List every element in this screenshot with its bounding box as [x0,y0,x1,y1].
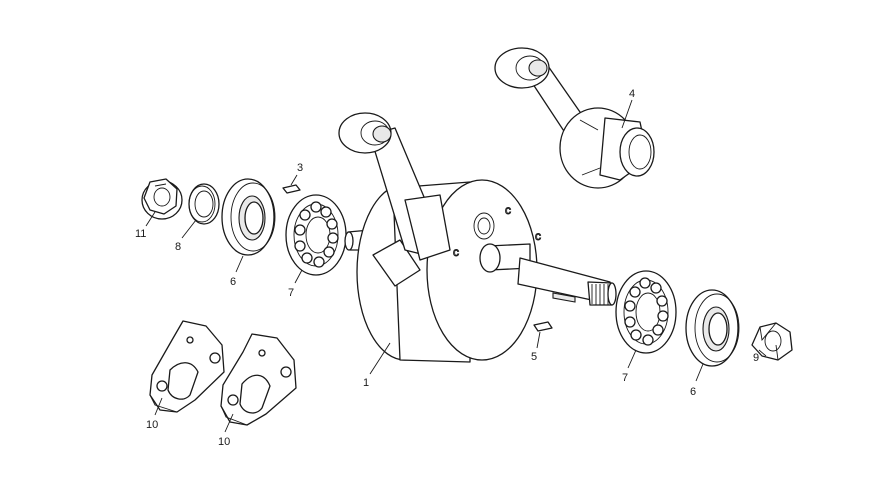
svg-text:c: c [453,245,459,259]
callout-5: 5 [531,351,537,363]
ball-bearing-right [615,270,677,354]
callout-8: 8 [175,241,181,253]
key-small-bottom [533,321,553,332]
holding-tool-right [220,333,297,426]
key-small-top [282,184,301,194]
callout-6-right: 6 [690,386,696,398]
callout-3: 3 [297,162,303,174]
callout-4: 4 [629,88,635,100]
holding-tool-left [149,320,225,413]
nut-right [751,322,793,361]
flange-nut-left [141,178,183,220]
crankshaft: c c c [344,179,617,363]
callout-6-left: 6 [230,276,236,288]
svg-text:c: c [505,203,511,217]
ball-bearing-left [285,194,347,276]
washer [188,183,220,225]
svg-text:c: c [535,229,541,243]
callout-7-left: 7 [288,287,294,299]
leader-lines [145,99,767,433]
conrod-assembly [494,47,655,189]
callout-1: 1 [363,377,369,389]
callout-labels: 1 3 4 5 6 6 7 7 8 9 10 10 11 [135,88,759,448]
callout-10-left: 10 [146,419,158,431]
conrod-installed [338,112,451,261]
callout-10-right: 10 [218,436,230,448]
oil-seal-right [685,289,740,367]
callout-9: 9 [753,352,759,364]
oil-seal-left [221,178,276,256]
callout-7-right: 7 [622,372,628,384]
callout-11: 11 [135,228,146,240]
